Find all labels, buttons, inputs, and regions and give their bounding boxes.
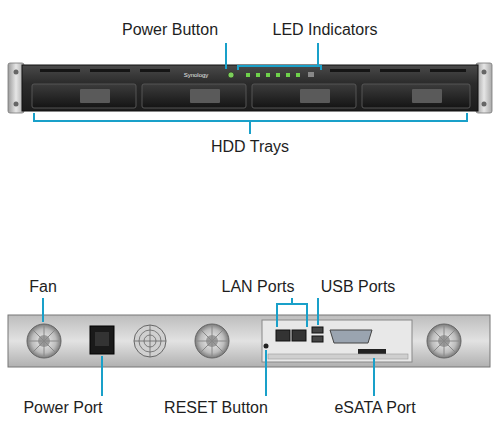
- callout-label: Power Button: [122, 21, 218, 39]
- callout-label: Power Port: [23, 399, 102, 417]
- callout-label: eSATA Port: [334, 399, 415, 417]
- callout-label: LED Indicators: [273, 21, 378, 39]
- callout-label: HDD Trays: [211, 138, 289, 156]
- brand-logo: Synology: [184, 72, 209, 79]
- callout-label: Fan: [29, 278, 57, 296]
- callout-label: USB Ports: [321, 278, 396, 296]
- callout-label: LAN Ports: [222, 278, 295, 296]
- callout-label: RESET Button: [164, 399, 268, 417]
